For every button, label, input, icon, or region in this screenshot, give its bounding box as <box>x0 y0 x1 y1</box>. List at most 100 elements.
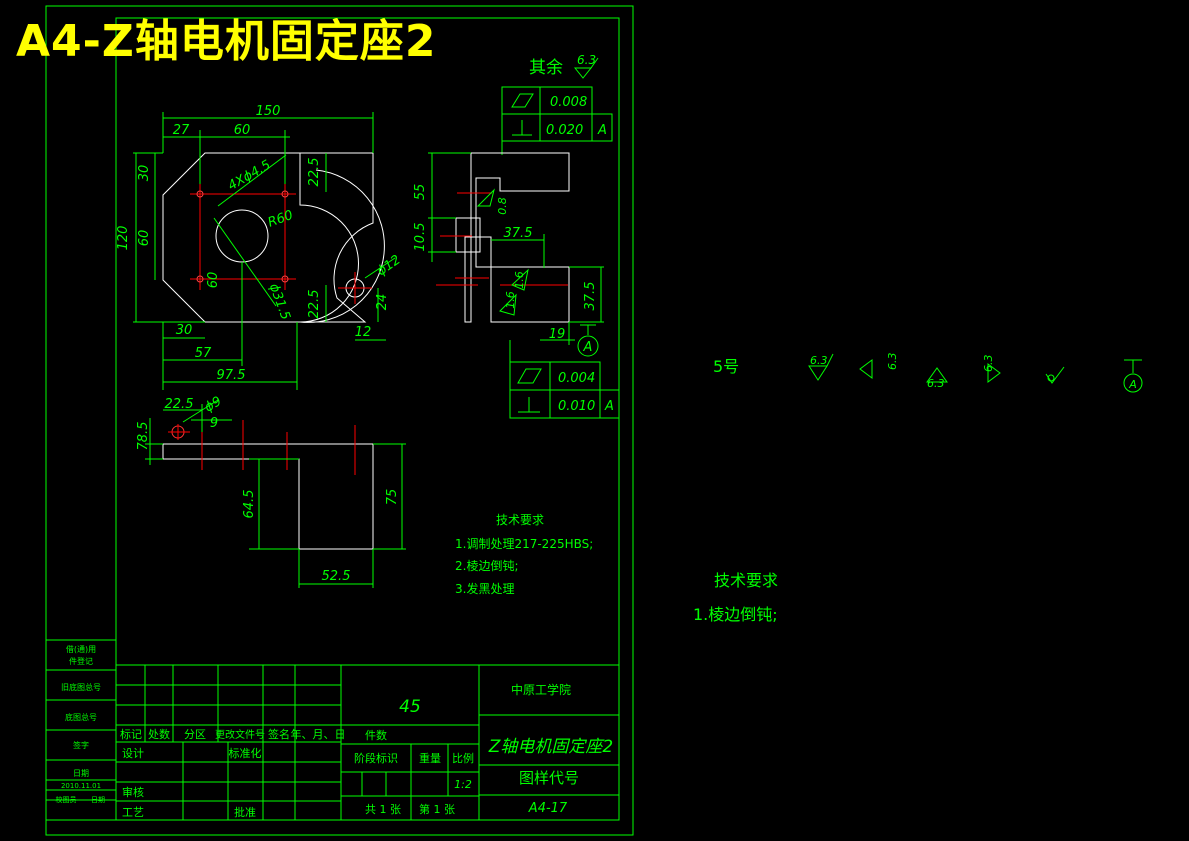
approve-label: 批准 <box>234 805 256 819</box>
tolerance-frame-bottom <box>509 340 620 419</box>
tech-heading: 技术要求 <box>496 513 544 527</box>
side-label-3: 旧底图总号 <box>61 682 101 692</box>
roughness-up-icon <box>926 367 948 383</box>
dim-30-left: 30 <box>137 165 152 182</box>
dim-78-5: 78.5 <box>136 422 151 451</box>
tol-bottom-2-datum: A <box>604 399 614 414</box>
datum-a-label: A <box>583 340 593 355</box>
dim-150: 150 <box>256 104 281 119</box>
review-label: 审核 <box>122 785 144 799</box>
header-count: 处数 <box>148 728 170 741</box>
dim-19: 19 <box>549 327 566 342</box>
tech-requirements: 技术要求 1.调制处理217-225HBS; 2.棱边倒钝; 3.发黑处理 <box>455 513 593 596</box>
legend-rough-1: 6.3 <box>810 354 828 367</box>
dim-64-5: 64.5 <box>242 490 257 519</box>
roughness-note: 其余 6.3 <box>529 53 599 79</box>
qi-yu-value: 6.3 <box>577 53 596 67</box>
bolt-circle: ϕ31.5 <box>266 282 293 322</box>
header-zone: 分区 <box>184 728 206 741</box>
weight-label: 重量 <box>419 751 441 765</box>
roughness-0-8-icon <box>476 188 495 207</box>
dim-75: 75 <box>385 489 400 506</box>
drawing-frame <box>45 5 634 836</box>
dim-24: 24 <box>375 294 390 311</box>
craft-label: 工艺 <box>122 806 144 819</box>
side-label-5: 签字 <box>73 740 89 750</box>
side-label-4: 底图总号 <box>65 712 97 722</box>
bottom-view: 22.5 ϕ9 9 78.5 64.5 75 52.5 <box>136 394 406 588</box>
sheet-number: 第 1 张 <box>419 802 455 816</box>
title-block <box>115 664 620 821</box>
tech-requirements-right: 技术要求 1.棱边倒钝; <box>693 571 778 624</box>
roughness-1-6a-icon <box>511 268 529 291</box>
dim-57: 57 <box>195 346 212 361</box>
count-label: 件数 <box>365 729 387 742</box>
datum-a-icon <box>577 335 599 357</box>
dim-120: 120 <box>116 226 131 251</box>
tech-item-1: 1.调制处理217-225HBS; <box>455 537 593 551</box>
flatness-icon <box>517 368 542 384</box>
dim-22-5-bottom: 22.5 <box>307 290 322 319</box>
rough-1-6-a: 1.6 <box>513 271 526 289</box>
legend-rough-4: 6.3 <box>982 355 995 373</box>
dim-12: 12 <box>355 325 372 340</box>
drawing-code-label: 图样代号 <box>519 769 579 787</box>
perpendicularity-icon <box>518 397 540 413</box>
tolerance-frame-top <box>501 86 613 155</box>
tech-item-right: 1.棱边倒钝; <box>693 605 778 624</box>
holes-note: 4Xϕ4.5 <box>226 158 274 194</box>
side-table <box>45 639 117 821</box>
dim-60-top: 60 <box>234 123 251 138</box>
dim-60-inner: 60 <box>206 272 221 289</box>
side-label-9: 日期 <box>91 796 105 804</box>
header-sign: 签名 <box>268 727 290 741</box>
dim-phi9: ϕ9 <box>202 394 224 415</box>
roughness-1-6b-icon <box>499 293 517 316</box>
legend-rough-2: 6.3 <box>886 353 899 371</box>
dim-55: 55 <box>413 184 428 201</box>
tech-item-3: 3.发黑处理 <box>455 581 514 596</box>
tech-heading-right: 技术要求 <box>714 571 778 590</box>
dim-22-5-top: 22.5 <box>307 158 322 187</box>
header-mark: 标记 <box>120 727 142 741</box>
scale-label: 比例 <box>452 751 474 765</box>
header-file-no: 更改文件号 <box>215 728 265 741</box>
side-label-2: 件登记 <box>69 656 93 666</box>
side-view: 55 10.5 37.5 37.5 19 0.8 1.6 1.6 A <box>413 152 604 357</box>
dim-60-left: 60 <box>137 230 152 247</box>
design-label: 设计 <box>122 747 144 760</box>
side-label-8: 校图员 <box>56 795 77 804</box>
scale-value: 1:2 <box>454 778 472 791</box>
dim-22-5-bottom-view: 22.5 <box>165 397 194 412</box>
dim-10-5: 10.5 <box>413 223 428 252</box>
tol-bottom-2-value: 0.010 <box>558 399 595 414</box>
sheet-total: 共 1 张 <box>365 803 401 816</box>
legend-datum: A <box>1128 378 1137 391</box>
roughness-right-icon <box>987 363 1001 383</box>
dim-97-5: 97.5 <box>217 368 246 383</box>
perpendicularity-icon <box>512 120 532 136</box>
radius-r60: R60 <box>266 208 295 231</box>
material-text: 45 <box>399 697 421 717</box>
dim-30-bottom: 30 <box>176 323 193 338</box>
drawing-title: A4-Z轴电机固定座2 <box>16 16 437 67</box>
header-date: 年、月、日 <box>291 727 346 741</box>
dim-37-5-right: 37.5 <box>583 282 598 311</box>
part-name: Z轴电机固定座2 <box>488 737 613 757</box>
front-view: 150 27 60 4Xϕ4.5 R60 ϕ12 ϕ31.5 22.5 22.5… <box>116 104 404 390</box>
datum-a-legend-icon <box>1123 373 1143 393</box>
tol-top-2-value: 0.020 <box>546 123 583 138</box>
dim-27: 27 <box>173 123 190 138</box>
side-label-6: 日期 <box>73 769 89 778</box>
stage-label: 阶段标识 <box>354 751 398 765</box>
roughness-down-icon <box>808 365 828 381</box>
legend-rough-3: 6.3 <box>927 377 945 390</box>
drawing-number: A4-17 <box>528 801 568 816</box>
tol-top-1-value: 0.008 <box>550 95 587 110</box>
font-size-label: 5号 <box>713 357 739 376</box>
dim-52-5: 52.5 <box>322 569 351 584</box>
rough-0-8: 0.8 <box>496 197 509 215</box>
rough-1-6-b: 1.6 <box>504 291 517 309</box>
standard-label: 标准化 <box>229 746 262 760</box>
